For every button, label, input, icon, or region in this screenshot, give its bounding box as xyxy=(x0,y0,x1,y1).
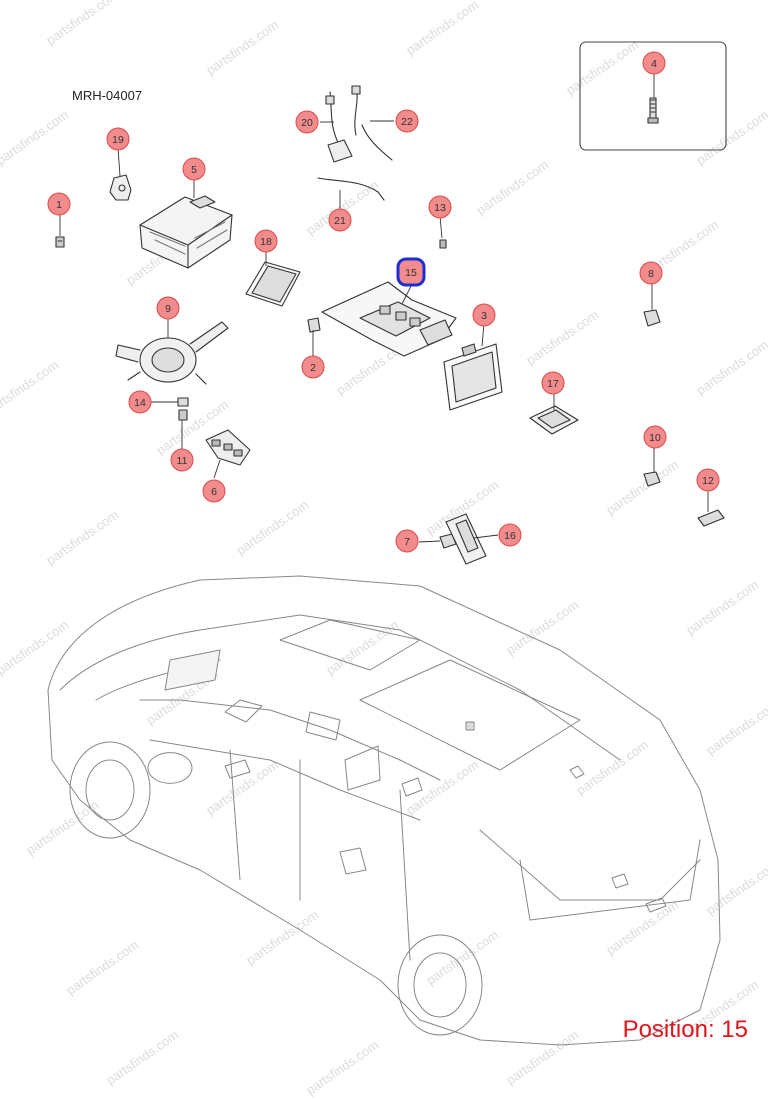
callout-circle xyxy=(170,448,194,472)
callout-circle xyxy=(328,208,352,232)
callout-circle xyxy=(128,390,152,414)
callout-2[interactable]: 2 xyxy=(301,355,325,379)
callout-20[interactable]: 20 xyxy=(295,110,319,134)
vehicle-outline xyxy=(47,575,721,1046)
callout-circle xyxy=(156,296,180,320)
callout-1[interactable]: 1 xyxy=(47,192,71,216)
callout-circle xyxy=(295,110,319,134)
callout-number: 7 xyxy=(404,536,410,548)
callout-circle xyxy=(639,261,663,285)
callout-14[interactable]: 14 xyxy=(128,390,152,414)
callout-number: 15 xyxy=(405,267,417,279)
callout-circle xyxy=(301,355,325,379)
part-16 xyxy=(445,513,487,565)
callout-number: 17 xyxy=(547,378,559,390)
part-1 xyxy=(55,236,65,248)
bolt-part-4 xyxy=(647,97,659,124)
part-8 xyxy=(643,309,661,327)
part-13 xyxy=(439,239,447,249)
position-indicator: Position: 15 xyxy=(623,1016,748,1044)
callout-circle xyxy=(182,157,206,181)
callout-5[interactable]: 5 xyxy=(182,157,206,181)
part-15-console xyxy=(321,281,457,357)
callout-10[interactable]: 10 xyxy=(643,425,667,449)
callout-circle xyxy=(254,229,278,253)
callout-19[interactable]: 19 xyxy=(106,127,130,151)
diagram-code: MRH-04007 xyxy=(72,88,143,103)
callout-18[interactable]: 18 xyxy=(254,229,278,253)
callout-number: 2 xyxy=(310,362,316,374)
callout-number: 8 xyxy=(648,268,654,280)
callout-11[interactable]: 11 xyxy=(170,448,194,472)
callout-circle xyxy=(395,529,419,553)
callout-15[interactable]: 15 xyxy=(396,257,426,287)
callout-circle xyxy=(643,425,667,449)
callout-number: 4 xyxy=(651,58,657,70)
callout-number: 3 xyxy=(481,310,487,322)
callout-number: 21 xyxy=(334,215,346,227)
leader-lines xyxy=(59,74,709,543)
callout-6[interactable]: 6 xyxy=(202,479,226,503)
callout-4[interactable]: 4 xyxy=(642,51,666,75)
part-3-screen xyxy=(443,343,503,411)
callout-number: 22 xyxy=(401,116,413,128)
callout-8[interactable]: 8 xyxy=(639,261,663,285)
callout-number: 20 xyxy=(301,117,313,129)
callout-number: 5 xyxy=(191,164,197,176)
callout-number: 11 xyxy=(177,455,188,467)
callout-circle xyxy=(428,195,452,219)
part-2 xyxy=(307,317,321,333)
callout-16[interactable]: 16 xyxy=(498,523,522,547)
part-11 xyxy=(178,409,188,421)
part-6 xyxy=(205,429,251,466)
part-9 xyxy=(115,321,229,385)
callout-circle xyxy=(696,468,720,492)
callout-circle xyxy=(498,523,522,547)
callout-circle xyxy=(106,127,130,151)
callout-circle xyxy=(202,479,226,503)
callout-number: 6 xyxy=(211,486,217,498)
callout-13[interactable]: 13 xyxy=(428,195,452,219)
callout-17[interactable]: 17 xyxy=(541,371,565,395)
part-18 xyxy=(245,261,301,307)
selected-highlight xyxy=(396,257,426,287)
position-label: Position: xyxy=(622,1016,715,1043)
detail-box xyxy=(579,41,727,151)
callout-12[interactable]: 12 xyxy=(696,468,720,492)
callout-circle xyxy=(472,303,496,327)
callout-circle xyxy=(47,192,71,216)
part-5 xyxy=(139,195,233,269)
callout-number: 18 xyxy=(260,236,272,248)
callout-number: 1 xyxy=(56,199,62,211)
callout-number: 12 xyxy=(702,475,714,487)
callout-9[interactable]: 9 xyxy=(156,296,180,320)
part-12 xyxy=(697,509,725,527)
part-17 xyxy=(529,405,579,435)
callout-number: 10 xyxy=(649,432,661,444)
callout-number: 19 xyxy=(112,134,124,146)
callout-circle xyxy=(541,371,565,395)
callout-21[interactable]: 21 xyxy=(328,208,352,232)
callout-number: 13 xyxy=(434,202,446,214)
part-10 xyxy=(643,471,661,487)
wiring-harness xyxy=(317,85,393,201)
position-value: 15 xyxy=(721,1016,748,1043)
callout-7[interactable]: 7 xyxy=(395,529,419,553)
callout-number: 9 xyxy=(165,303,171,315)
callout-3[interactable]: 3 xyxy=(472,303,496,327)
callout-circle xyxy=(642,51,666,75)
callout-number: 16 xyxy=(504,530,516,542)
callout-number: 14 xyxy=(134,397,146,409)
part-19 xyxy=(109,174,132,201)
part-14 xyxy=(177,397,189,407)
callout-22[interactable]: 22 xyxy=(395,109,419,133)
callout-circle xyxy=(395,109,419,133)
